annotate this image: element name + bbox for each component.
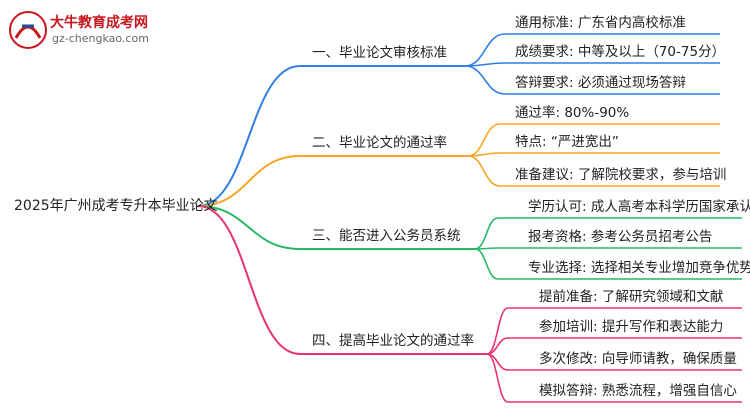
branch-4-child-1-connector: [486, 307, 509, 355]
branch-4-connector: [197, 205, 301, 355]
branch-1-child-3-label: 答辩要求: 必须通过现场答辩: [515, 75, 686, 91]
branch-1-child-1-label: 通用标准: 广东省内高校标准: [515, 15, 686, 31]
branch-1-child-2-label: 成绩要求: 中等及以上（70-75分）: [515, 44, 726, 60]
branch-4-child-3-label: 多次修改: 向导师请教，确保质量: [539, 351, 737, 367]
branch-4-child-1-label: 提前准备: 了解研究领域和文献: [539, 289, 724, 305]
logo-url: gz-chengkao.com: [52, 32, 149, 45]
branch-3-child-2-label: 报考资格: 参考公务员招考公告: [528, 229, 713, 245]
branch-2-child-1-label: 通过率: 80%-90%: [515, 105, 630, 121]
branch-3-child-1-connector: [474, 217, 499, 250]
branch-4-child-2-label: 参加培训: 提升写作和表达能力: [539, 319, 724, 335]
branch-2-connector: [197, 155, 301, 207]
branch-3-child-3-connector: [474, 248, 499, 280]
branch-2-child-2-label: 特点: “严进宽出”: [515, 134, 619, 150]
logo-site-name: 大牛教育成考网: [50, 15, 148, 31]
branch-4-child-4-label: 模拟答辩: 熟悉流程，增强自信心: [539, 383, 737, 399]
branch-2-child-3-label: 准备建议: 了解院校要求，参与培训: [515, 167, 727, 183]
branch-3-label: 三、能否进入公务员系统: [312, 228, 461, 244]
branch-4-child-4-connector: [486, 353, 509, 403]
branch-2-label: 二、毕业论文的通过率: [312, 135, 447, 151]
branch-1-child-3-connector: [464, 65, 506, 95]
branch-1-child-1-connector: [464, 33, 506, 67]
branch-3-child-3-label: 专业选择: 选择相关专业增加竞争优势: [528, 260, 750, 276]
root-node: 2025年广州成考专升本毕业论文: [14, 198, 218, 214]
branch-1-connector: [197, 65, 301, 207]
branch-4-label: 四、提高毕业论文的通过率: [312, 333, 474, 349]
branch-1-label: 一、毕业论文审核标准: [312, 45, 447, 61]
branch-3-child-1-label: 学历认可: 成人高考本科学历国家承认: [528, 199, 750, 215]
branch-2-child-3-connector: [467, 155, 501, 187]
site-logo[interactable]: 大牛教育成考网 gz-chengkao.com: [8, 10, 168, 50]
branch-3-connector: [197, 205, 301, 250]
logo-mark-icon: [9, 11, 47, 49]
branch-2-child-1-connector: [467, 123, 501, 157]
